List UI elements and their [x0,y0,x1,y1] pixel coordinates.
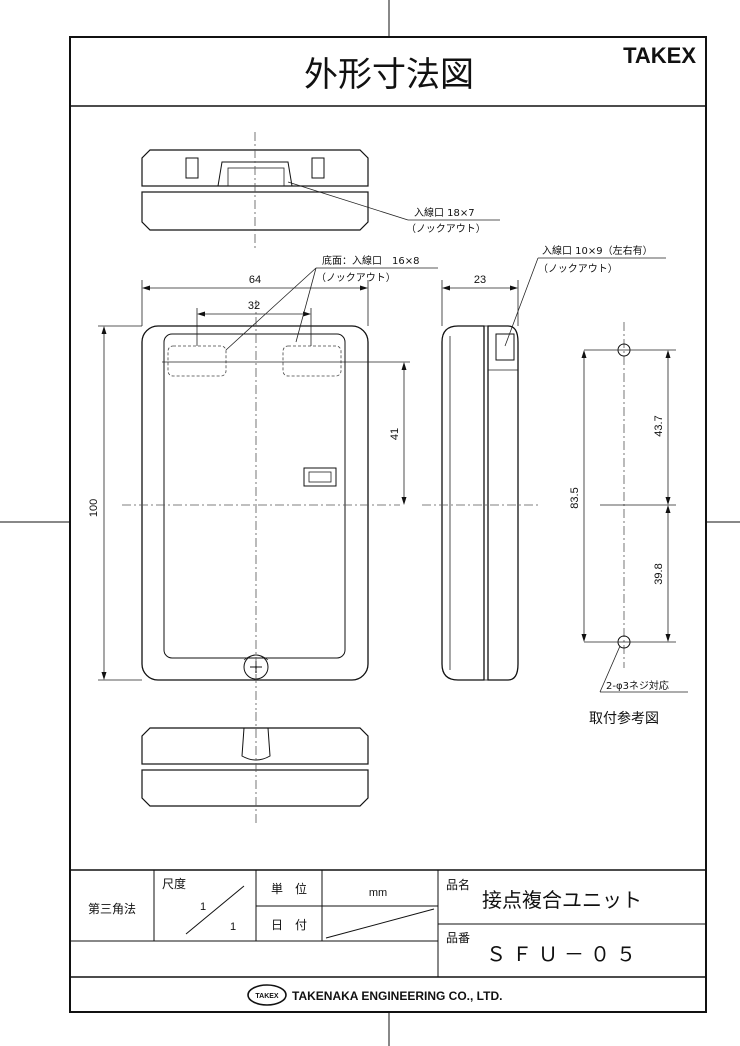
dim-width-label: 64 [249,274,261,286]
bottom-note-line1: 底面：入線口 16×8 [322,254,419,267]
front-dimensions: 64 32 100 41 [88,274,410,681]
mount-pitch-label: 83.5 [569,487,581,508]
side-dimensions: 23 入線口 10×9（左右有） （ノックアウト） [441,244,666,347]
unit-label: 単 位 [271,881,307,896]
page-title: 外形寸法図 [304,55,474,95]
side-note-line2: （ノックアウト） [538,263,618,275]
product-code-value: ＳＦＵ－０５ [486,942,642,966]
side-note-line1: 入線口 10×9（左右有） [542,244,653,257]
scale-label: 尺度 [162,876,186,891]
front-view [122,300,400,710]
title-block: 第三角法 尺度 1 1 単 位 mm 日 付 品名 接点複合ユニット 品番 ＳＦ… [70,869,706,1006]
company-logo: TAKEX [247,984,287,1006]
side-view [422,325,538,681]
mounting-reference: 83.5 43.7 39.8 2-φ3ネジ対応 取付参考図 [569,322,688,727]
brand-wordmark: TAKEX [623,43,696,68]
top-note: 入線口 18×7 （ノックアウト） [287,181,500,235]
projection-label: 第三角法 [88,902,136,916]
company-name: TAKENAKA ENGINEERING CO., LTD. [292,989,502,1003]
mount-caption: 取付参考図 [589,710,659,727]
scale-denominator: 1 [230,921,236,933]
bottom-view [141,712,369,826]
bottom-note-line2: （ノックアウト） [316,272,396,284]
top-view [141,132,369,248]
product-code-label: 品番 [446,931,470,945]
dim-height-label: 100 [88,499,100,517]
top-note-line2: （ノックアウト） [406,223,486,235]
bottom-note: 底面：入線口 16×8 （ノックアウト） [225,254,438,351]
date-label: 日 付 [271,918,307,932]
scale-numerator: 1 [200,901,206,913]
dim-depth-label: 23 [474,274,486,286]
dim-offset-label: 41 [389,428,401,440]
product-name-value: 接点複合ユニット [482,888,642,912]
product-name-label: 品名 [446,877,470,892]
unit-value: mm [369,887,387,899]
screw-note: 2-φ3ネジ対応 [606,679,669,692]
mount-upper-label: 43.7 [653,415,665,436]
company-logo-text: TAKEX [255,993,279,1000]
dim-pitch-label: 32 [248,300,260,312]
top-note-line1: 入線口 18×7 [414,206,475,219]
mount-lower-label: 39.8 [653,563,665,584]
sheet-frame [69,36,707,1013]
